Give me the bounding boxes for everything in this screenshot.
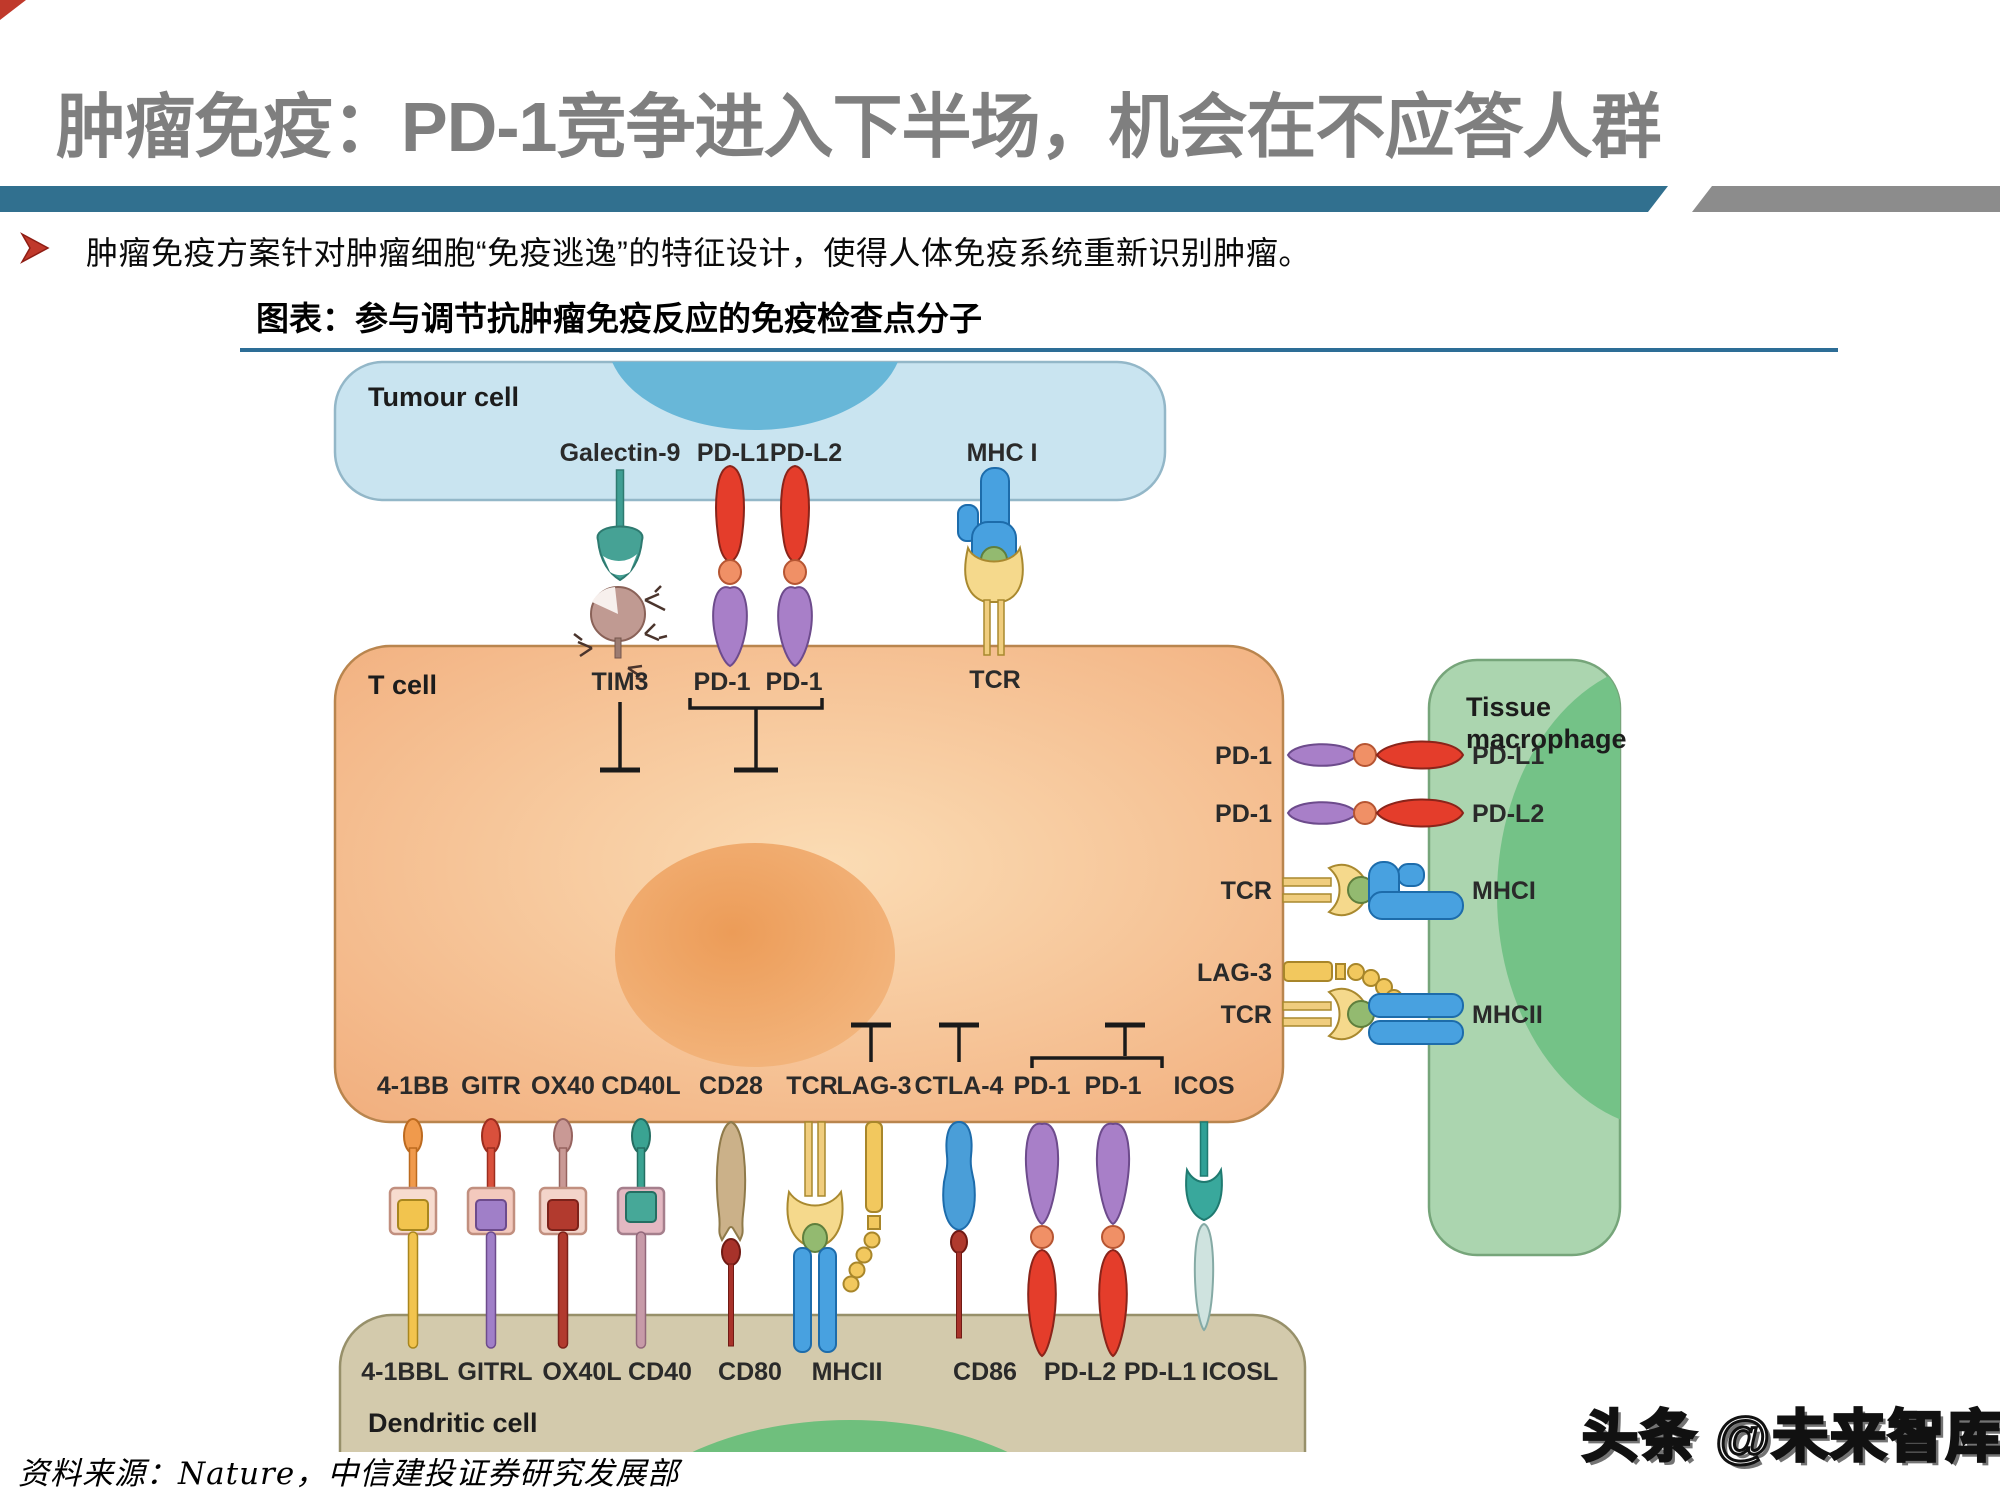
label-ctla4: CTLA-4	[915, 1072, 1004, 1100]
divider-band-gray	[1692, 186, 2000, 212]
tim3-inhibition-bar	[600, 702, 640, 773]
label-mhc2-right: MHCII	[1472, 1001, 1543, 1029]
pd1-pdl1-pair-bottom	[1095, 1122, 1131, 1357]
label-ox40: OX40	[531, 1072, 595, 1100]
label-galectin9: Galectin-9	[560, 439, 681, 467]
label-tim3: TIM3	[592, 668, 649, 696]
glycan-branches	[573, 585, 668, 682]
label-tumour-cell: Tumour cell	[368, 382, 519, 412]
label-41bb: 4-1BB	[377, 1072, 449, 1100]
label-tcr-right-b: TCR	[1221, 1001, 1272, 1029]
galectin9-tim3-complex	[573, 469, 668, 682]
label-cd28: CD28	[699, 1072, 763, 1100]
ctla4-cd86-complex	[942, 1120, 976, 1339]
label-lag3-right: LAG-3	[1197, 959, 1272, 987]
pd1-pdl1-pair-right	[1287, 740, 1464, 770]
label-pdl1-right: PD-L1	[1472, 742, 1544, 770]
label-macrophage-1: Tissue	[1466, 692, 1551, 722]
pd1-pdl2-pair-right	[1287, 798, 1464, 828]
watermark: 头条 @未来智库	[1580, 1404, 2000, 1470]
label-cd86: CD86	[953, 1358, 1017, 1386]
label-mhc1-top: MHC I	[967, 439, 1038, 467]
label-41bbl: 4-1BBL	[361, 1358, 449, 1386]
label-pd1-top-b: PD-1	[766, 668, 823, 696]
label-icosl: ICOSL	[1202, 1358, 1278, 1386]
chart-caption: 图表：参与调节抗肿瘤免疫反应的免疫检查点分子	[256, 300, 982, 337]
label-pdl2-right: PD-L2	[1472, 800, 1544, 828]
label-tcr-top: TCR	[969, 666, 1020, 694]
label-macrophage-2: macrophage	[1466, 724, 1627, 754]
label-pd1-right-b: PD-1	[1215, 800, 1272, 828]
label-pd1-bottom-a: PD-1	[1014, 1072, 1071, 1100]
gitr-gitrl-complex	[466, 1118, 516, 1349]
label-pdl1-bottom: PD-L1	[1124, 1358, 1196, 1386]
label-mhc1-right: MHCI	[1472, 877, 1536, 905]
bullet-row: 肿瘤免疫方案针对肿瘤细胞“免疫逃逸”的特征设计，使得人体免疫系统重新识别肿瘤。	[20, 228, 1900, 274]
source-note: 资料来源：Nature，中信建投证券研究发展部	[18, 1456, 680, 1492]
mhc1-tcr-complex	[957, 467, 1024, 656]
label-icos: ICOS	[1173, 1072, 1234, 1100]
label-gitr: GITR	[461, 1072, 521, 1100]
caption-underline	[240, 348, 1838, 352]
label-mhc2-bottom: MHCII	[812, 1358, 883, 1386]
label-pd1-bottom-b: PD-1	[1085, 1072, 1142, 1100]
corner-logo-mark	[0, 0, 26, 20]
pd1-pair-inhibition-bracket	[1030, 1022, 1164, 1068]
label-gitrl: GITRL	[458, 1358, 533, 1386]
pdl2-pd1-pair	[777, 465, 813, 667]
label-lag3-bottom: LAG-3	[837, 1072, 912, 1100]
label-tcr-bottom: TCR	[786, 1072, 837, 1100]
lag3-inhibition-bar	[851, 1022, 891, 1062]
label-cd40: CD40	[628, 1358, 692, 1386]
page-title: 肿瘤免疫：PD-1竞争进入下半场，机会在不应答人群	[56, 87, 1661, 166]
41bb-41bbl-complex	[388, 1118, 438, 1349]
immune-checkpoint-diagram: Galectin-9 PD-L1 PD-L2 MHC I Tumour cell…	[250, 352, 1650, 1500]
label-ox40l: OX40L	[542, 1358, 621, 1386]
ctla4-inhibition-bar	[939, 1022, 979, 1062]
pd1-pdl2-pair-bottom	[1024, 1122, 1060, 1357]
label-t-cell: T cell	[368, 670, 437, 700]
pdl1-pd1-pair	[712, 465, 748, 667]
lag3-complex-bottom	[842, 1121, 883, 1293]
tcr-mhc2-complex-right	[1282, 987, 1464, 1045]
label-pdl2-top: PD-L2	[770, 439, 842, 467]
t-cell-nucleus	[615, 843, 895, 1067]
label-pdl2-bottom: PD-L2	[1044, 1358, 1116, 1386]
cd40l-cd40-complex	[616, 1118, 666, 1349]
t-cell-body	[333, 644, 1285, 1124]
macrophage-body	[1427, 658, 1622, 1257]
bullet-text: 肿瘤免疫方案针对肿瘤细胞“免疫逃逸”的特征设计，使得人体免疫系统重新识别肿瘤。	[86, 235, 1311, 271]
label-tcr-right-a: TCR	[1221, 877, 1272, 905]
label-pdl1-top: PD-L1	[697, 439, 769, 467]
tumour-cell-body	[333, 360, 1167, 502]
divider-band-teal	[0, 186, 1668, 212]
icos-icosl-complex	[1185, 1121, 1223, 1332]
tcr-mhc1-complex-right	[1282, 861, 1464, 920]
label-cd40l: CD40L	[601, 1072, 680, 1100]
bullet-arrow-icon	[20, 232, 50, 264]
diagram-svg: Galectin-9 PD-L1 PD-L2 MHC I Tumour cell…	[333, 360, 1627, 1500]
cd28-cd80-complex	[715, 1120, 747, 1347]
label-dendritic-cell: Dendritic cell	[368, 1408, 538, 1438]
macrophage-nucleus	[1497, 660, 1620, 1130]
label-cd80: CD80	[718, 1358, 782, 1386]
label-pd1-right-a: PD-1	[1215, 742, 1272, 770]
ox40-ox40l-complex	[538, 1118, 588, 1349]
label-pd1-top-a: PD-1	[694, 668, 751, 696]
tcr-mhc2-complex-bottom	[786, 1121, 844, 1353]
pd1-inhibition-bracket	[688, 698, 824, 773]
